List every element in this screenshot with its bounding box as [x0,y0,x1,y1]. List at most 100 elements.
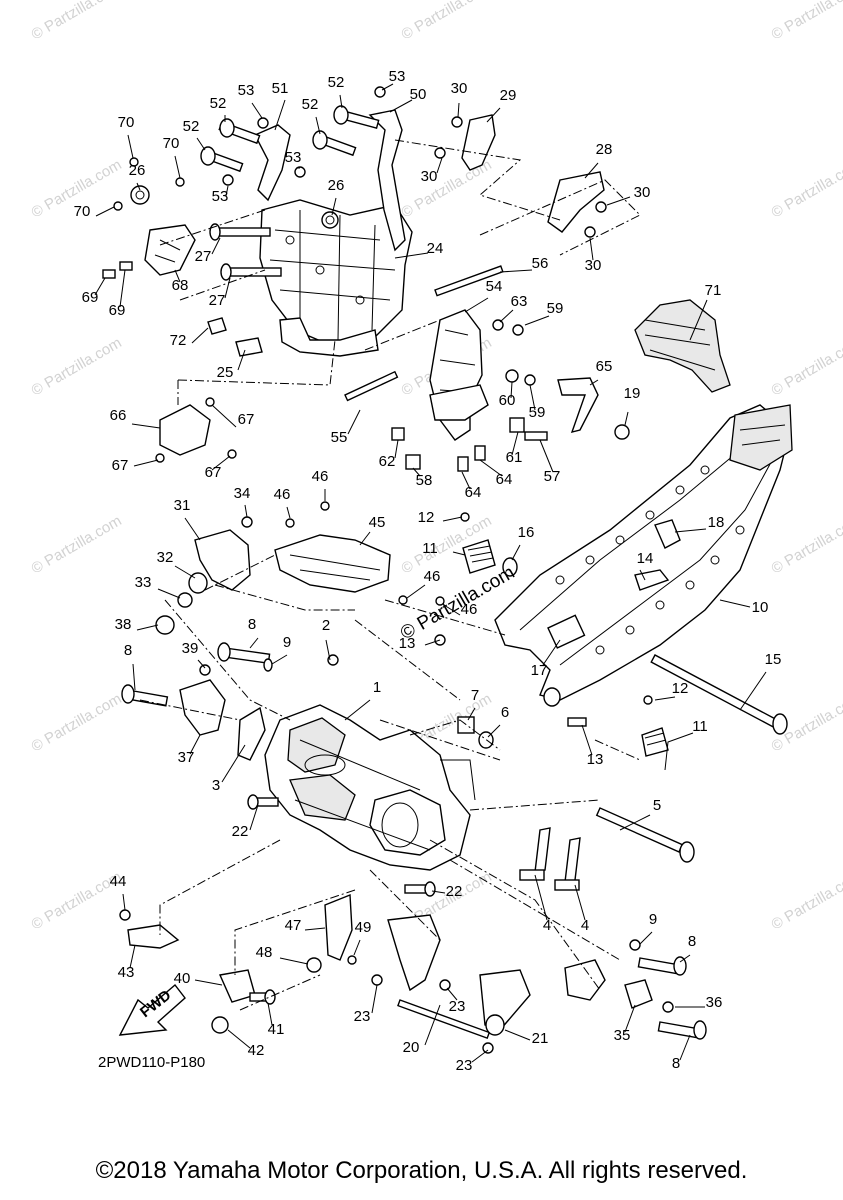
nut-19 [614,424,630,440]
callout-50: 50 [410,86,427,103]
watermark-text: © Partzilla.com [399,0,495,43]
diagram-code: 2PWD110-P180 [98,1054,205,1071]
callout-70: 70 [118,114,135,131]
callout-36: 36 [706,994,723,1011]
bracket-45 [274,501,445,606]
watermark-text: © Partzilla.com [29,0,125,43]
callout-43: 43 [118,964,135,981]
callout-25: 25 [217,364,234,381]
callout-46: 46 [312,468,329,485]
callout-64: 64 [465,484,482,501]
callout-23: 23 [449,998,466,1015]
callout-44: 44 [110,873,127,890]
callout-66: 66 [110,407,127,424]
callout-37: 37 [178,749,195,766]
bracket-37-38 [155,615,226,736]
callout-26: 26 [328,177,345,194]
callout-30: 30 [451,80,468,97]
callout-35: 35 [614,1027,631,1044]
callout-72: 72 [170,332,187,349]
callout-64: 64 [496,471,513,488]
callout-40: 40 [174,970,191,987]
callout-67: 67 [238,411,255,428]
callout-27: 27 [209,292,226,309]
callout-11: 11 [692,718,708,735]
watermark-text: © Partzilla.com [29,690,125,755]
callout-11: 11 [422,540,438,557]
callout-8: 8 [672,1055,680,1072]
callout-63: 63 [511,293,528,310]
bolts-22 [247,794,436,897]
callout-1: 1 [373,679,381,696]
callout-38: 38 [115,616,132,633]
front-bracket-assembly [254,109,413,357]
clip-25 [235,337,263,357]
callout-45: 45 [369,514,386,531]
watermark-text: © Partzilla.com [29,334,125,399]
callout-62: 62 [379,453,396,470]
callout-22: 22 [232,823,249,840]
callout-34: 34 [234,485,251,502]
callout-42: 42 [248,1042,265,1059]
callout-53: 53 [389,68,406,85]
callout-14: 14 [637,550,654,567]
rubber-26-right [321,211,339,229]
plate-14 [634,569,670,591]
callout-60: 60 [499,392,516,409]
callout-53: 53 [212,188,229,205]
brackets-4 [519,827,581,891]
callout-58: 58 [416,472,433,489]
callout-10: 10 [752,599,769,616]
callout-8: 8 [124,642,132,659]
bracket-3 [237,706,266,761]
callout-70: 70 [163,135,180,152]
bolt-5 [595,807,695,863]
callout-53: 53 [285,149,302,166]
callout-52: 52 [302,96,319,113]
callout-49: 49 [355,919,372,936]
callout-23: 23 [456,1057,473,1074]
callout-27: 27 [195,248,212,265]
bracket-65 [557,377,599,433]
watermark-text: © Partzilla.com [769,156,843,221]
callout-59: 59 [529,404,546,421]
callout-39: 39 [182,640,199,657]
bracket-43 [119,909,180,949]
callout-13: 13 [587,751,604,768]
callout-12: 12 [418,509,435,526]
callout-9: 9 [649,911,657,928]
bolt-36 [662,1001,674,1013]
callout-30: 30 [634,184,651,201]
callout-61: 61 [506,449,523,466]
callout-8: 8 [248,616,256,633]
callout-24: 24 [427,240,444,257]
callout-52: 52 [328,74,345,91]
bracket-31 [177,516,253,608]
stand-bracket-20 [371,914,531,1054]
callout-28: 28 [596,141,613,158]
bracket-18 [654,519,681,549]
phantom-lines [139,139,641,1011]
bracket-66 [155,397,237,463]
callout-68: 68 [172,277,189,294]
bolts-52-53 [200,86,386,186]
damper-11 [434,512,669,757]
callout-20: 20 [403,1039,420,1056]
callout-59: 59 [547,300,564,317]
callout-23: 23 [354,1008,371,1025]
callout-55: 55 [331,429,348,446]
plate-rear [564,959,606,1001]
bracket-68 [102,157,196,279]
callout-9: 9 [283,634,291,651]
callout-19: 19 [624,385,641,402]
fwd-arrow-icon: FWD [118,983,186,1036]
callout-13: 13 [399,635,416,652]
callout-3: 3 [212,777,220,794]
callout-48: 48 [256,944,273,961]
callout-8: 8 [688,933,696,950]
callout-18: 18 [708,514,725,531]
callout-22: 22 [446,883,463,900]
bolt-2 [327,654,339,666]
